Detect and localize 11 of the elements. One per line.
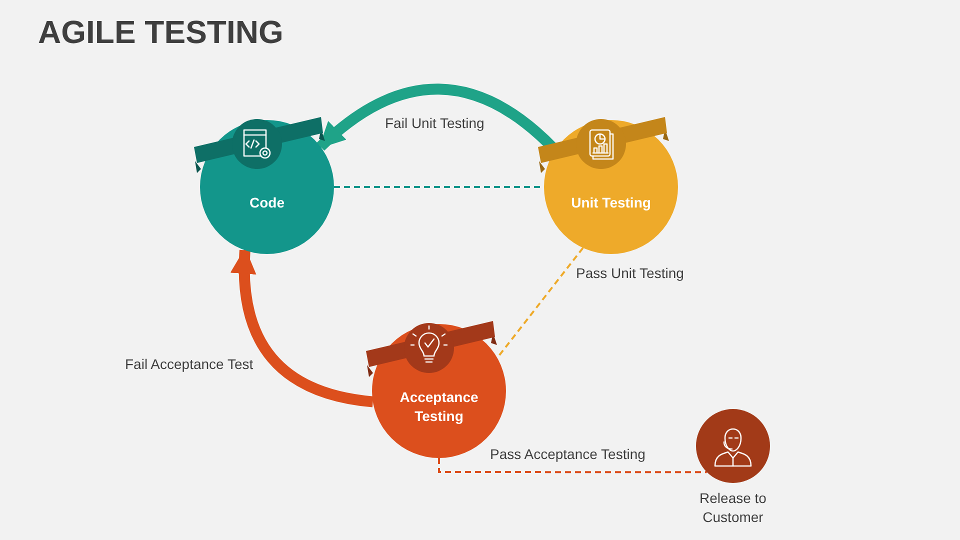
edge-label: Fail Acceptance Test <box>123 356 256 372</box>
dashed-connector <box>438 458 707 474</box>
edge-label: Pass Unit Testing <box>574 265 686 281</box>
node-label: Acceptance Testing <box>398 388 480 426</box>
node-label: Code <box>248 194 286 212</box>
node-label: Unit Testing <box>570 194 652 212</box>
node-label: Release to Customer <box>698 489 768 527</box>
curved-arrow <box>231 248 374 408</box>
title: AGILE TESTING <box>38 14 284 51</box>
edge-label: Fail Unit Testing <box>383 115 486 131</box>
edge-label: Pass Acceptance Testing <box>488 446 648 462</box>
